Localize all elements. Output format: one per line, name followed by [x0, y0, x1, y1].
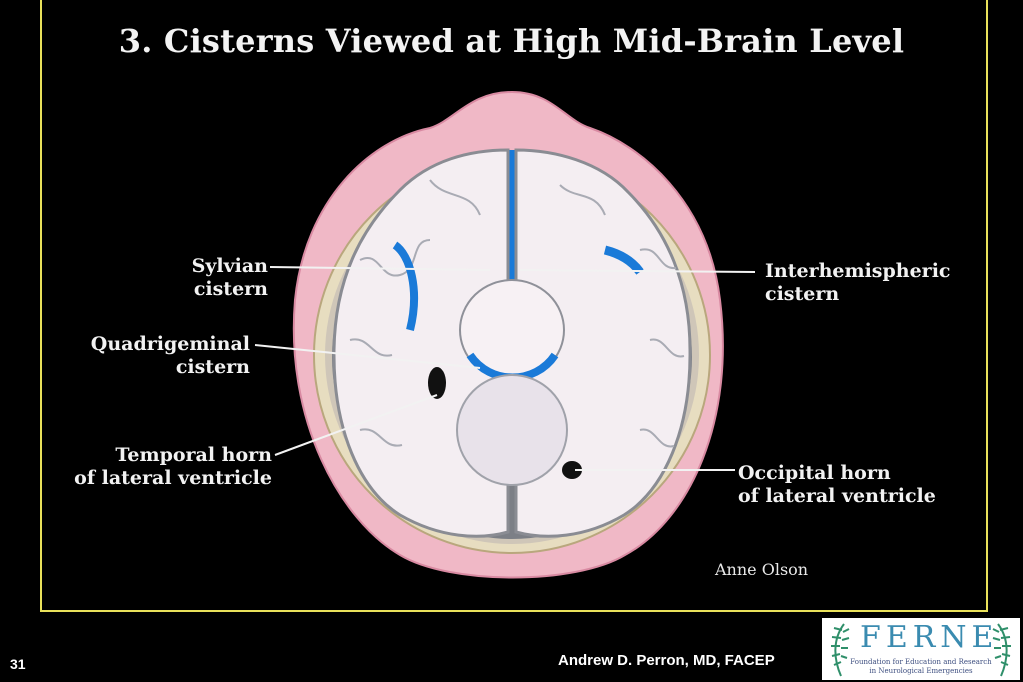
label-sylvian-cistern: Sylvian cistern — [160, 255, 268, 301]
logo-word: FERNE — [860, 620, 999, 655]
sylvian-fissure-left — [392, 241, 419, 331]
label-line: Sylvian — [191, 255, 268, 277]
slide-title: 3. Cisterns Viewed at High Mid-Brain Lev… — [118, 22, 905, 60]
leaf-left-icon — [831, 623, 850, 677]
label-line: cistern — [175, 356, 250, 378]
label-line: cistern — [193, 278, 268, 300]
label-line: of lateral ventricle — [74, 467, 272, 489]
leader-lines — [254, 266, 756, 471]
illustrator-credit: Anne Olson — [715, 560, 809, 579]
logo-subtitle-1: Foundation for Education and Research — [850, 658, 992, 666]
label-line: Interhemispheric — [765, 260, 951, 282]
label-line: Quadrigeminal — [90, 333, 250, 355]
label-line: cistern — [765, 283, 840, 305]
leaf-right-icon — [992, 623, 1011, 677]
label-interhemispheric-cistern: Interhemispheric cistern — [765, 260, 975, 306]
label-line: Occipital horn — [738, 462, 891, 484]
gyri — [349, 179, 685, 448]
label-line: of lateral ventricle — [738, 485, 936, 507]
slide-number: 31 — [10, 656, 26, 672]
label-temporal-horn: Temporal horn of lateral ventricle — [50, 444, 272, 490]
label-quadrigeminal-cistern: Quadrigeminal cistern — [55, 333, 250, 379]
occipital-horn — [562, 461, 582, 479]
logo-subtitle-2: in Neurological Emergencies — [869, 667, 973, 675]
cerebellum — [456, 374, 568, 486]
author-name: Andrew D. Perron, MD, FACEP — [558, 652, 775, 669]
temporal-horn — [428, 367, 446, 399]
label-occipital-horn: Occipital horn of lateral ventricle — [738, 462, 958, 508]
label-line: Temporal horn — [115, 444, 272, 466]
ferne-logo: FERNE Foundation for Education and Resea… — [822, 618, 1020, 680]
